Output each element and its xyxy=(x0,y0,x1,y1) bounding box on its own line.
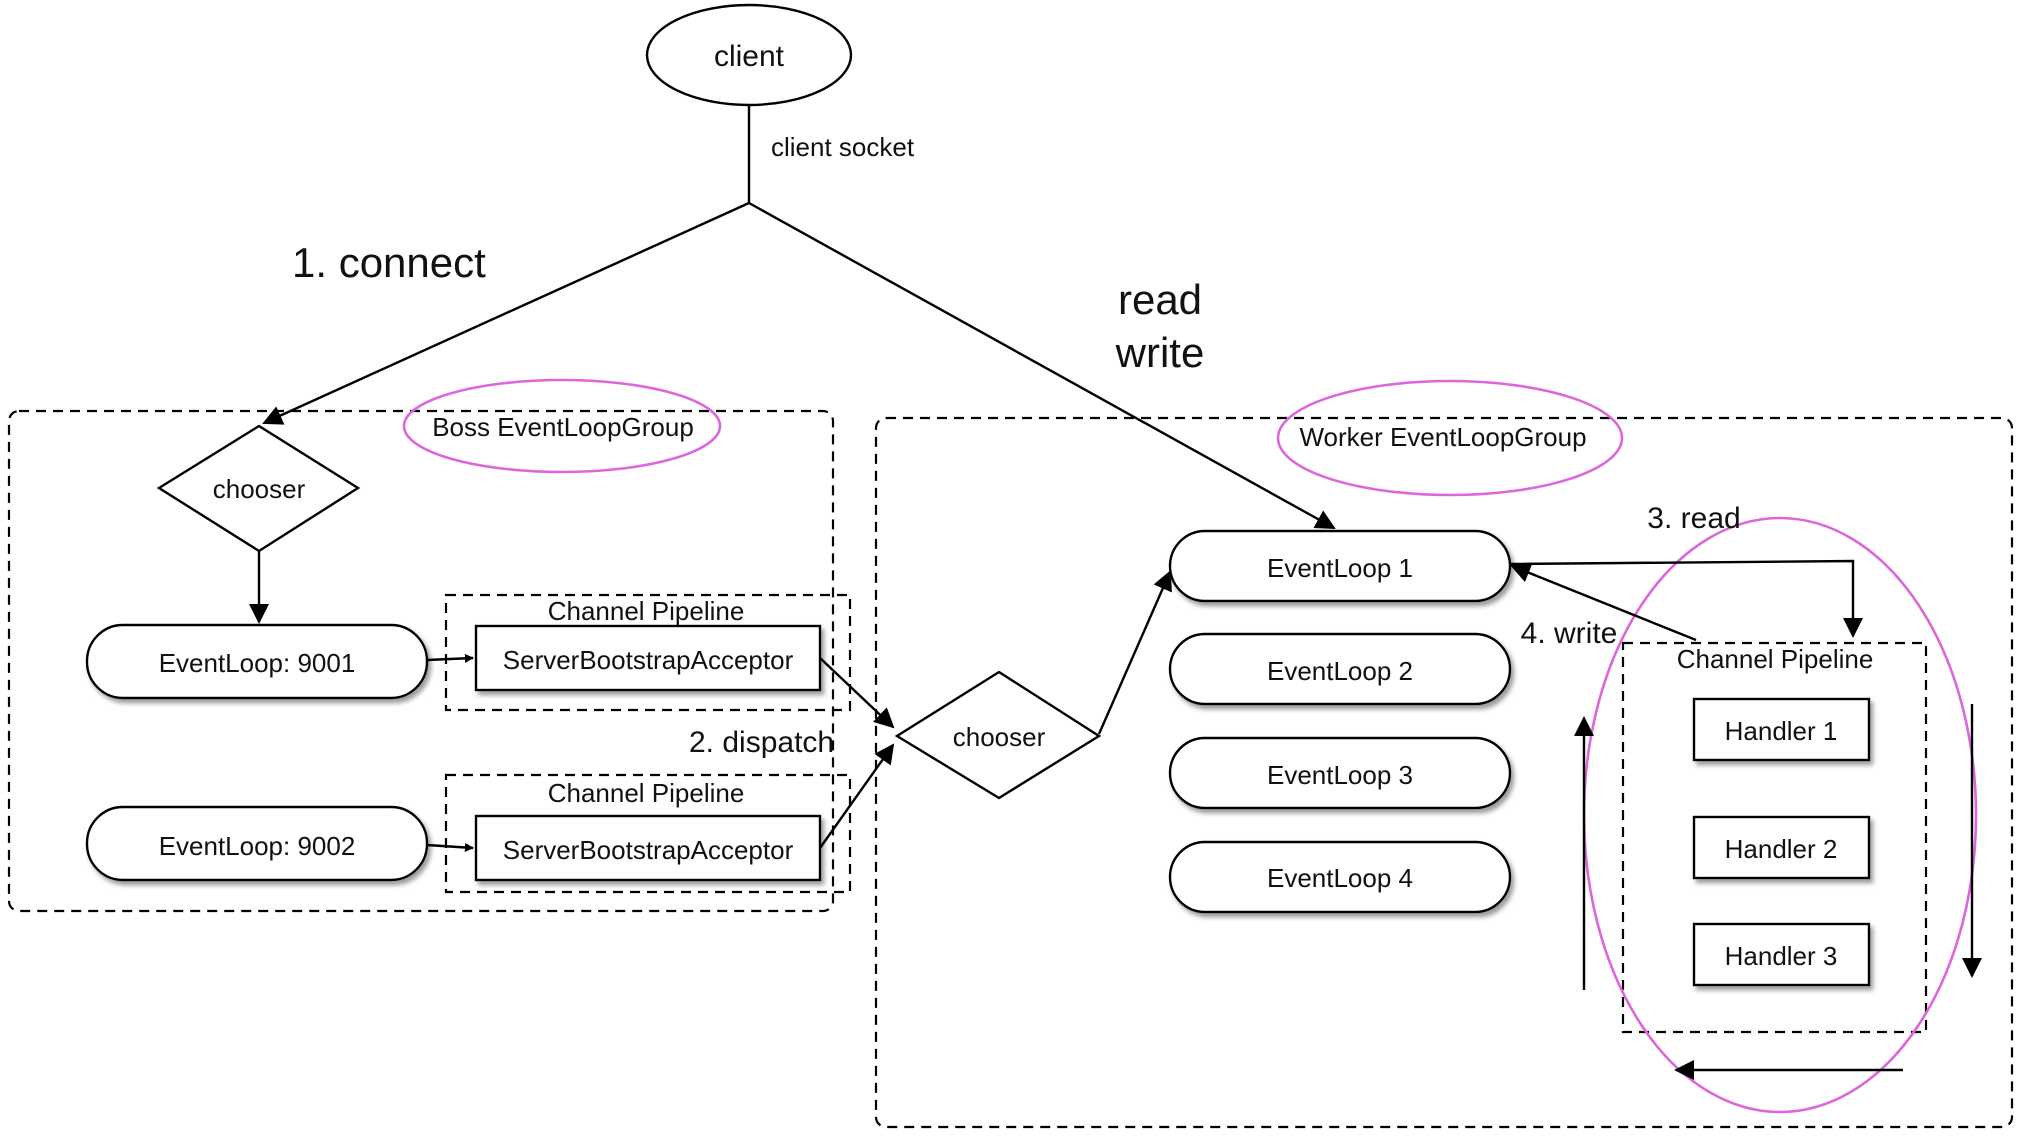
worker-eventloop-1-label: EventLoop 1 xyxy=(1267,553,1413,583)
worker-group-highlight xyxy=(1276,379,1624,497)
handler-2-label: Handler 2 xyxy=(1725,834,1838,864)
worker-eventloop-list: EventLoop 1 EventLoop 2 EventLoop 3 Even… xyxy=(1168,529,1512,914)
boss-group-highlight xyxy=(402,378,722,474)
acceptor-2-label: ServerBootstrapAcceptor xyxy=(503,835,794,865)
read-label: read xyxy=(1118,276,1202,323)
worker-group-label: Worker EventLoopGroup xyxy=(1299,422,1586,452)
server-bootstrap-acceptor-2 xyxy=(474,814,822,882)
handler-2 xyxy=(1692,815,1871,880)
worker-chooser-label: chooser xyxy=(953,722,1046,752)
boss-channel-pipeline-2 xyxy=(444,773,852,894)
boss-pipeline-2-label: Channel Pipeline xyxy=(548,778,745,808)
worker-eventloop-2 xyxy=(1168,632,1512,706)
connect-arrow xyxy=(262,201,750,425)
handler-3 xyxy=(1692,922,1871,987)
read-step-label: 3. read xyxy=(1647,502,1740,535)
worker-eventloop-3-label: EventLoop 3 xyxy=(1267,760,1413,790)
worker-chooser-node xyxy=(894,670,1102,800)
worker-chooser-to-eventloop-arrow xyxy=(1097,570,1172,735)
client-label: client xyxy=(714,40,785,73)
read-arrow xyxy=(1509,559,1863,638)
client-socket-label: client socket xyxy=(771,132,915,162)
worker-pipeline-highlight xyxy=(1582,516,1978,1114)
worker-eventloop-2-label: EventLoop 2 xyxy=(1267,656,1413,686)
acceptor-1-dispatch-arrow xyxy=(819,657,895,729)
worker-channel-pipeline xyxy=(1621,641,1928,1034)
write-arrow xyxy=(1510,563,1697,642)
dispatch-label: 2. dispatch xyxy=(689,726,834,759)
boss-eventloop-9001-label: EventLoop: 9001 xyxy=(159,648,356,678)
handler-1 xyxy=(1692,697,1871,762)
handler-list: Handler 1 Handler 2 Handler 3 xyxy=(1692,697,1871,987)
worker-eventloop-4 xyxy=(1168,840,1512,914)
boss-eventloopgroup-container xyxy=(7,409,835,913)
acceptor-1-label: ServerBootstrapAcceptor xyxy=(503,645,794,675)
write-label: write xyxy=(1115,329,1205,376)
boss-channel-pipeline-1 xyxy=(444,593,852,712)
read-write-arrow xyxy=(748,201,1336,530)
worker-eventloop-4-label: EventLoop 4 xyxy=(1267,863,1413,893)
acceptor-2-dispatch-arrow xyxy=(819,743,895,849)
worker-eventloop-1 xyxy=(1168,529,1512,603)
worker-eventloop-3 xyxy=(1168,736,1512,810)
worker-pipeline-label: Channel Pipeline xyxy=(1677,644,1874,674)
boss-group-label: Boss EventLoopGroup xyxy=(432,412,694,442)
handler-3-label: Handler 3 xyxy=(1725,941,1838,971)
write-step-label: 4. write xyxy=(1521,617,1618,650)
handler-1-label: Handler 1 xyxy=(1725,716,1838,746)
boss-chooser-label: chooser xyxy=(213,474,306,504)
boss-eventloop-9002-label: EventLoop: 9002 xyxy=(159,831,356,861)
eventloop-9001-to-acceptor-arrow xyxy=(426,653,474,663)
eventloop-9002-to-acceptor-arrow xyxy=(426,842,474,852)
boss-pipeline-1-label: Channel Pipeline xyxy=(548,596,745,626)
boss-eventloop-9002 xyxy=(85,805,429,882)
connect-label: 1. connect xyxy=(292,239,486,286)
boss-eventloop-9001 xyxy=(85,623,429,700)
